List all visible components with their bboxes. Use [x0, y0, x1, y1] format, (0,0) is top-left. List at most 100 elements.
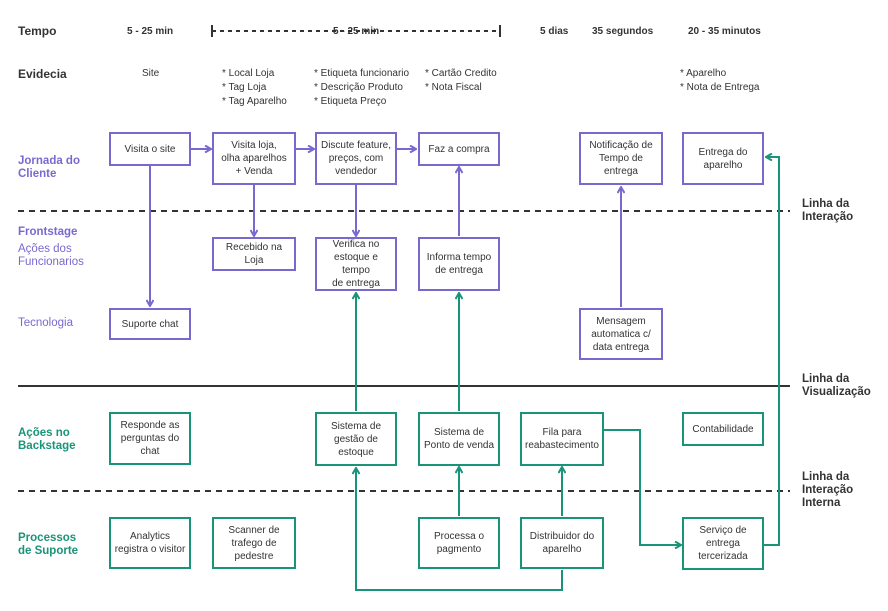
box-text-line: Faz a compra: [428, 143, 490, 155]
evidence-vendedor: * Etiqueta funcionario * Descrição Produ…: [314, 67, 409, 109]
evidence-item: * Cartão Credito: [425, 68, 497, 79]
evidence-item: * Tag Loja: [222, 82, 267, 93]
box-visita-loja: Visita loja, olha aparelhos + Venda: [212, 132, 296, 185]
box-text-line: registra o visitor: [114, 544, 186, 555]
time-1: 5 - 25 min: [127, 26, 174, 37]
box-text-line: + Venda: [235, 166, 273, 177]
box-text-line: Notificação de: [589, 140, 653, 151]
box-text: Faz a compra: [428, 143, 489, 156]
box-text-line: Processa o: [433, 531, 485, 542]
evidence-item: Site: [142, 68, 160, 79]
line-label-part: Visualização: [802, 386, 871, 398]
lane-label-line: Ações dos: [18, 243, 72, 255]
box-text-line: de entrega: [435, 265, 483, 276]
box-text-line: automatica c/: [591, 328, 651, 340]
evidencia-label: Evidecia: [18, 67, 67, 81]
lane-label-line: Processos: [18, 532, 77, 544]
lane-jornada-cliente: Jornada do Cliente: [18, 155, 80, 181]
box-processa-pagamento: Processa o pagmento: [418, 517, 500, 569]
box-text-line: Contabilidade: [692, 423, 754, 435]
box-text-line: Verifica no: [332, 239, 380, 250]
box-text-line: Sistema de: [433, 427, 485, 438]
frontstage-arrows: [150, 149, 621, 307]
box-text-line: Entrega do: [698, 146, 748, 158]
line-label-part: Linha da: [802, 471, 850, 483]
box-text-line: Ponto de venda: [423, 440, 495, 451]
box-text-line: Scanner de: [228, 524, 280, 536]
box-text-line: Responde as: [120, 420, 180, 431]
line-label-part: Interna: [802, 497, 841, 509]
box-text: Verifica no estoque e tempo de entrega: [319, 238, 393, 290]
box-text-line: gestão de: [334, 433, 378, 445]
box-text-line: estoque e tempo: [334, 252, 378, 276]
box-text-line: Visita o site: [124, 143, 176, 155]
line-label-part: Interação: [802, 211, 854, 223]
evidence-item: * Etiqueta Preço: [314, 96, 387, 107]
box-text-line: Fila para: [542, 427, 582, 438]
box-text-line: Tempo de entrega: [599, 153, 643, 177]
box-text-line: Sistema de: [330, 420, 382, 432]
box-text: Visita o site: [125, 143, 176, 156]
box-text: Processa o pagmento: [434, 530, 484, 556]
lane-tecnologia: Tecnologia: [18, 317, 73, 329]
box-text-line: aparelho: [703, 159, 743, 171]
time-2: 5 - 25 min: [333, 26, 380, 37]
box-text-line: de entrega: [332, 278, 380, 289]
box-analytics: Analytics registra o visitor: [109, 517, 191, 569]
box-notificacao: Notificação de Tempo de entrega: [579, 132, 663, 185]
lane-frontstage: Frontstage: [18, 226, 78, 238]
lane-label-line: Jornada do: [18, 155, 80, 167]
lane-processos-suporte: Processos de Suporte: [18, 532, 78, 558]
box-text-line: pagmento: [436, 544, 482, 555]
box-text: Suporte chat: [122, 318, 179, 331]
line-label-part: Linha da: [802, 198, 850, 210]
evidence-item: * Etiqueta funcionario: [314, 68, 410, 79]
box-text-line: Distribuidor do: [529, 531, 595, 542]
evidence-item: * Descrição Produto: [314, 82, 403, 93]
box-text: Notificação de Tempo de entrega: [583, 139, 659, 178]
box-text-line: chat: [140, 446, 160, 457]
lane-label-line: Cliente: [18, 168, 57, 180]
box-text: Visita loja, olha aparelhos + Venda: [221, 139, 287, 178]
box-text-line: Analytics: [129, 531, 170, 542]
lane-acoes-backstage: Ações no Backstage: [18, 427, 76, 453]
box-text-line: pedestre: [234, 550, 274, 562]
tempo-label: Tempo: [18, 24, 57, 38]
box-faz-compra: Faz a compra: [418, 132, 500, 166]
timeline-bracket: [211, 25, 501, 37]
box-verifica-estoque: Verifica no estoque e tempo de entrega: [315, 237, 397, 291]
time-5: 20 - 35 minutos: [688, 26, 761, 37]
lane-acoes-funcionarios: Ações dos Funcionarios: [18, 243, 84, 269]
box-text: Analytics registra o visitor: [115, 530, 186, 556]
label-linha-visualizacao: Linha da Visualização: [802, 373, 871, 399]
box-text-line: Recebido na Loja: [225, 242, 283, 266]
box-text-line: preços, com: [328, 153, 384, 164]
line-label-part: Interação: [802, 484, 854, 496]
evidence-item: * Nota Fiscal: [425, 82, 482, 93]
backstage-arrows: [356, 157, 780, 591]
box-text: Recebido na Loja: [216, 241, 292, 267]
box-text-line: Visita loja,: [231, 140, 277, 151]
box-text: Contabilidade: [692, 423, 753, 436]
box-recebido-loja: Recebido na Loja: [212, 237, 296, 271]
box-text-line: olha aparelhos: [221, 153, 287, 164]
box-text-line: Mensagem: [596, 315, 646, 327]
box-text-line: Discute feature,: [320, 140, 392, 151]
